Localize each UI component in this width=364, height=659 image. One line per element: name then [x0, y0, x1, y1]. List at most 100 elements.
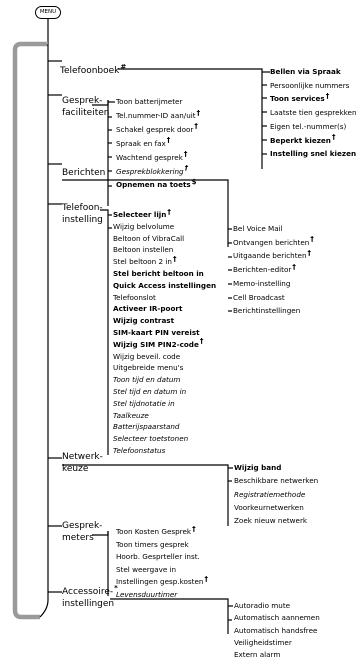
- netwerk-item: Registratiemethode: [234, 489, 306, 499]
- telefoon-inst-item: Wijzig contrast: [113, 317, 174, 324]
- gesprek-fac-item: Tel.nummer-ID aan/uit†: [116, 108, 201, 119]
- gesprek-meters-item: Instellingen gesp.kosten†: [116, 575, 208, 586]
- accessoire-title-line1: Accessoire-*: [62, 584, 118, 597]
- item-label: Berichtinstellingen: [233, 306, 301, 316]
- gesprek-fac-item: Schakel gesprek door†: [116, 123, 198, 134]
- telefoonboek-title: Telefoonboek#: [60, 63, 127, 76]
- accessoire-item: Automatisch aannemen: [234, 614, 320, 621]
- item-label: Gesprekblokkering: [116, 166, 184, 176]
- berichten-title: Berichten: [62, 168, 106, 178]
- item-mark: †: [331, 133, 336, 142]
- telefoonboek-item: Eigen tel.-nummer(s): [270, 123, 346, 130]
- item-label: Voorkeurnetwerken: [234, 502, 304, 512]
- telefoon-inst-item: Telefoonslot: [113, 292, 156, 302]
- gesprek-meters-title-line2: meters: [62, 533, 94, 543]
- item-mark: †: [194, 122, 198, 131]
- netwerk-item: Wijzig band: [234, 464, 281, 471]
- item-mark: †: [172, 254, 177, 263]
- telefoon-inst-item: Selecteer lijn†: [113, 208, 171, 219]
- gesprek-fac-item: Toon batterijmeter: [116, 98, 182, 105]
- item-label: Wijzig SIM PIN2-code: [113, 339, 199, 349]
- gesprek-meters-item: Toon Kosten Gesprek†: [116, 525, 196, 536]
- item-label: Bellen via Spraak: [270, 67, 341, 76]
- telefoon-inst-item: Uitgebreide menu's: [113, 364, 183, 371]
- berichten-item: Memo-instelling: [233, 280, 290, 287]
- gesprek-fac-item: Opnemen na toets$: [116, 179, 197, 190]
- telefoon-inst-item: Telefoonstatus: [113, 447, 165, 454]
- item-label: Wijzig belvolume: [113, 221, 175, 231]
- netwerk-keuze-title-line2: keuze: [62, 464, 89, 474]
- berichten-item: Cell Broadcast: [233, 292, 285, 302]
- item-label: Beperkt kiezen: [270, 135, 331, 145]
- telefoon-inst-item: Stel beltoon 2 in†: [113, 254, 177, 265]
- item-label: Veiligheidstimer: [234, 637, 292, 647]
- item-label: Beschikbare netwerken: [234, 476, 319, 486]
- item-label: Wijzig contrast: [113, 316, 175, 326]
- item-label: Wachtend gesprek: [116, 152, 183, 162]
- item-label: Uitgebreide menu's: [113, 363, 184, 373]
- item-label: Selecteer toetstonen: [113, 434, 189, 444]
- item-mark: †: [292, 262, 296, 271]
- item-label: Extern alarm: [234, 650, 281, 659]
- telefoon-inst-item: Taalkeuze: [113, 411, 149, 419]
- item-label: Toon timers gesprek: [116, 539, 189, 549]
- item-label: Wijzig beveil. code: [113, 351, 181, 361]
- item-label: Toon tijd en datum: [113, 375, 181, 385]
- item-label: Selecteer lijn: [113, 210, 167, 219]
- telefoon-inst-item: Stel bericht beltoon in: [113, 270, 204, 277]
- item-label: Berichten-editor: [233, 265, 292, 275]
- berichten-item: Berichten-editor†: [233, 262, 296, 275]
- gesprek-meters-item: Levensduurtimer: [116, 589, 178, 599]
- telefoonboek-item: Bellen via Spraak: [270, 68, 341, 75]
- item-label: Persoonlijke nummers: [270, 80, 350, 90]
- item-mark: †: [199, 337, 204, 346]
- item-mark: †: [196, 108, 201, 117]
- item-label: Toon batterijmeter: [116, 97, 183, 106]
- netwerk-item: Zoek nieuw netwerk: [234, 517, 307, 524]
- telefoonboek-item: Instelling snel kiezen: [270, 150, 356, 157]
- telefoon-inst-item: Toon tijd en datum: [113, 376, 180, 383]
- berichten-item: Berichtinstellingen: [233, 307, 300, 314]
- item-label: Beltoon instellen: [113, 245, 174, 255]
- menu-button[interactable]: MENU: [35, 6, 61, 19]
- item-label: Registratiemethode: [234, 489, 306, 499]
- item-label: Eigen tel.-nummer(s): [270, 121, 347, 131]
- item-label: Telefoonslot: [113, 292, 156, 302]
- item-label: Uitgaande berichten: [233, 251, 307, 261]
- telefoon-inst-item: Wijzig belvolume: [113, 223, 174, 230]
- item-label: Stel tijdnotatie in: [113, 398, 175, 408]
- gesprek-meters-item: Toon timers gesprek: [116, 539, 189, 549]
- gesprek-meters-item: Hoorb. Gesprteller inst.: [116, 553, 200, 560]
- connector-lines: [12, 19, 270, 634]
- telefoon-inst-item: Stel tijd en datum in: [113, 388, 186, 395]
- item-label: Toon Kosten Gesprek: [116, 527, 192, 536]
- item-label: Memo-instelling: [233, 278, 291, 288]
- telefoon-instelling-title-line1: Telefoon-: [62, 203, 103, 213]
- item-label: Batterijspaarstand: [113, 422, 180, 432]
- menu-tree-diagram: MENU Telefoonboek# Gesprek- faciliteiten…: [12, 6, 357, 658]
- item-mark: †: [184, 164, 189, 173]
- telefoon-inst-item: Selecteer toetstonen: [113, 435, 188, 442]
- telefoon-inst-item: Beltoon of VibraCall: [113, 233, 185, 243]
- item-label: Toon services: [270, 94, 325, 104]
- accessoire-item: Automatisch handsfree: [234, 626, 317, 634]
- item-label: Spraak en fax: [116, 138, 166, 148]
- item-label: Beltoon of VibraCall: [113, 233, 185, 243]
- telefoon-inst-item: Stel tijdnotatie in: [113, 400, 175, 407]
- item-label: Levensduurtimer: [116, 589, 178, 599]
- gesprek-meters-title-line1: Gesprek-: [62, 521, 103, 531]
- gesprek-fac-item: Wachtend gesprek†: [116, 151, 187, 162]
- item-label: Cell Broadcast: [233, 292, 285, 302]
- item-label: Schakel gesprek door: [116, 124, 194, 134]
- telefoon-inst-item: SIM-kaart PIN vereist: [113, 329, 200, 336]
- item-label: Bel Voice Mail: [233, 224, 283, 233]
- netwerk-item: Voorkeurnetwerken: [234, 504, 304, 511]
- item-mark: †: [166, 136, 171, 145]
- netwerk-keuze-title-line1: Netwerk-: [62, 452, 103, 462]
- item-label: Instellingen gesp.kosten: [116, 577, 204, 586]
- telefoonboek-item: Toon services†: [270, 93, 329, 104]
- item-label: Opnemen na toets: [116, 180, 191, 190]
- item-label: Stel bericht beltoon in: [113, 269, 204, 278]
- telefoon-inst-item: Beltoon instellen: [113, 246, 173, 253]
- item-label: Automatisch aannemen: [234, 613, 320, 623]
